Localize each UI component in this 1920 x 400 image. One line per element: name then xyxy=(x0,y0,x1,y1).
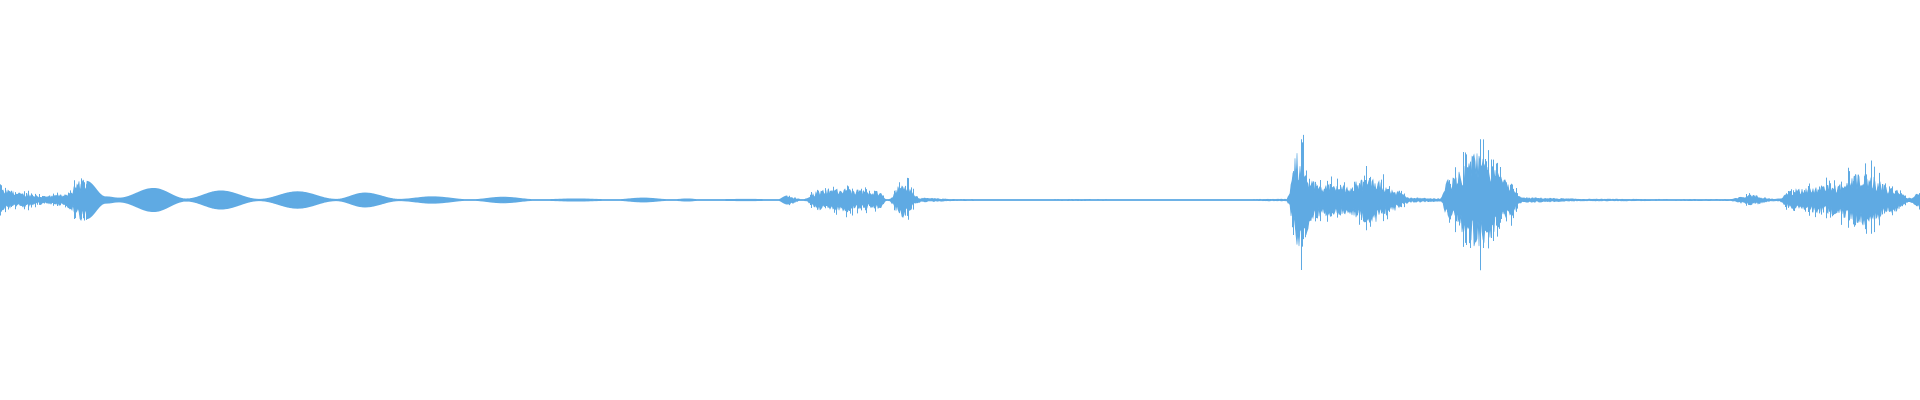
waveform-trace xyxy=(0,134,1920,271)
